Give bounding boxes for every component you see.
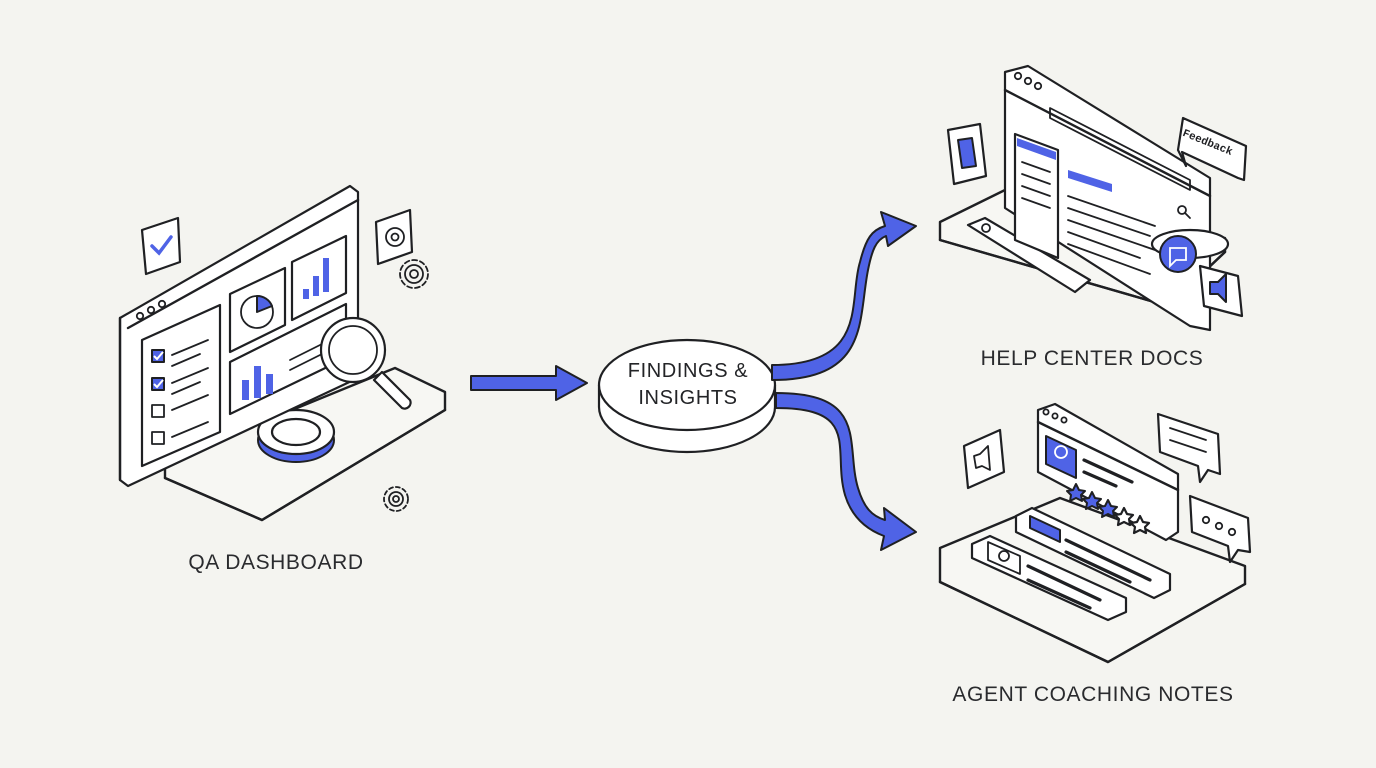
help-center-docs-label: HELP CENTER DOCS <box>980 347 1204 370</box>
checkmark-icon <box>151 349 165 391</box>
arrow-to-help-center <box>771 211 917 381</box>
bar-chart-icon <box>303 258 329 299</box>
speaker-icon <box>962 428 1006 490</box>
hub-label-line1: FINDINGS & <box>627 360 749 382</box>
hub-label: FINDINGS & INSIGHTS <box>628 358 748 412</box>
qa-dashboard-label: QA DASHBOARD <box>188 551 364 574</box>
coaching-notes-illustration <box>938 402 1252 664</box>
speech-bubble-icon <box>1188 494 1252 564</box>
speech-bubble-icon <box>1156 412 1222 484</box>
search-icon <box>1177 205 1191 219</box>
avatar-icon <box>987 541 1021 575</box>
hub-label-line2: INSIGHTS <box>638 387 738 409</box>
speech-bubble-icon <box>1176 116 1248 182</box>
pie-chart-icon <box>240 294 274 329</box>
avatar-icon <box>1045 435 1077 479</box>
star-icon <box>1066 483 1151 535</box>
checkmark-icon <box>140 216 182 276</box>
arrow-to-coaching-notes <box>775 392 917 551</box>
qa-dashboard-illustration <box>118 184 447 522</box>
magnifier-icon <box>319 316 412 410</box>
gear-icon <box>383 486 409 512</box>
arrow-to-hub <box>470 365 588 401</box>
chat-icon <box>1150 228 1230 273</box>
gear-icon <box>399 259 429 289</box>
speaker-icon <box>1198 264 1244 318</box>
agent-coaching-notes-label: AGENT COACHING NOTES <box>952 683 1234 706</box>
findings-hub <box>597 338 777 454</box>
search-icon <box>981 223 991 233</box>
help-center-illustration <box>938 64 1248 332</box>
avatar-icon <box>1029 515 1061 543</box>
document-icon <box>946 122 988 186</box>
gear-icon <box>374 208 414 266</box>
